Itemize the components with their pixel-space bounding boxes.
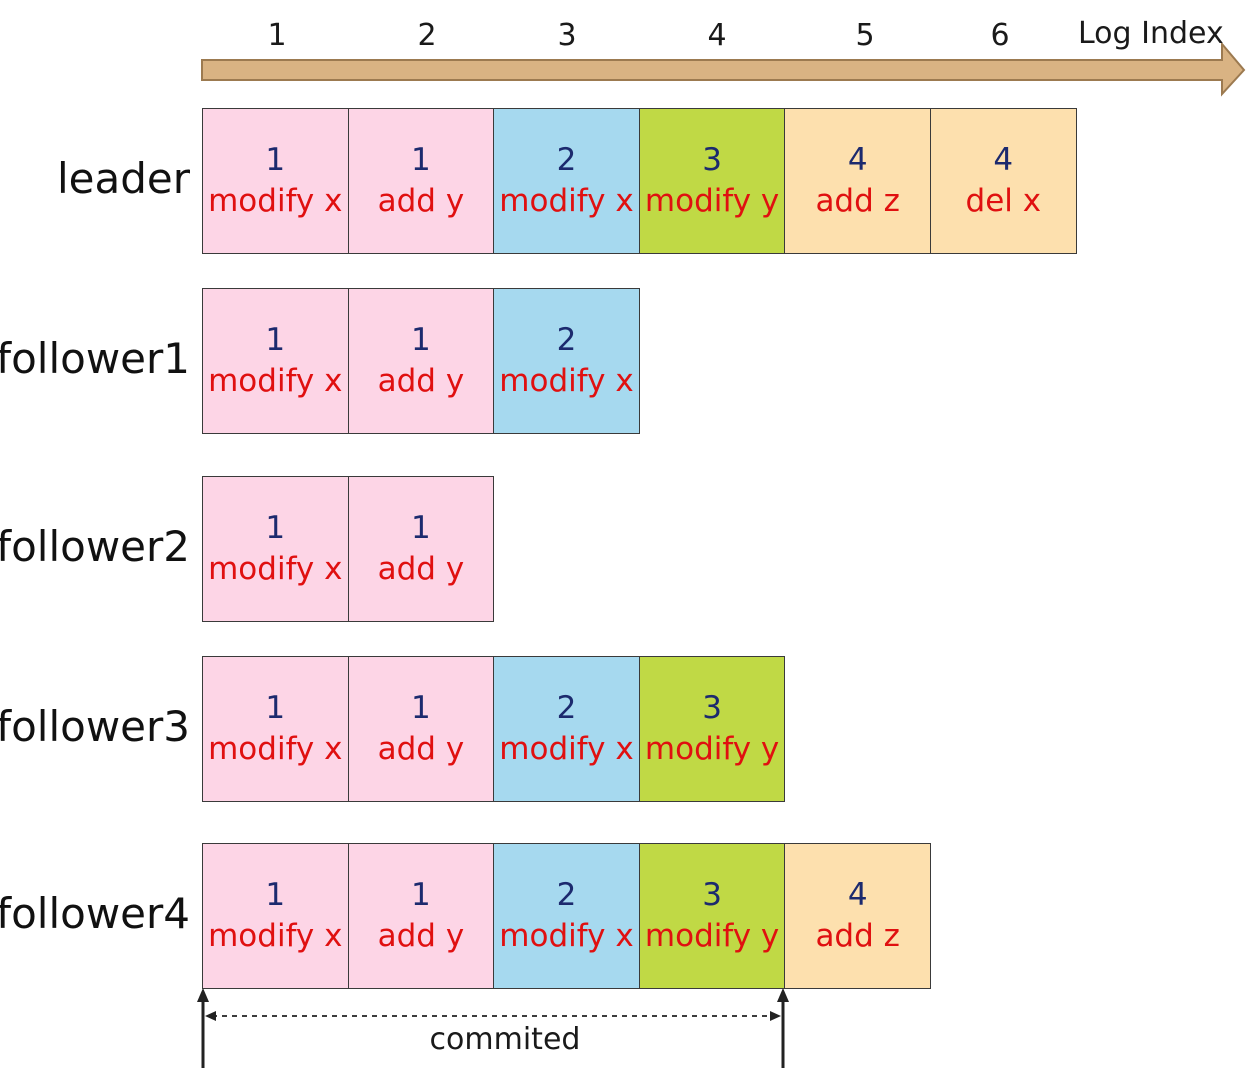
log-entry: 1 add y <box>347 843 495 989</box>
entry-term: 1 <box>411 142 431 178</box>
row-label-leader: leader <box>56 154 190 203</box>
log-entry: 3 modify y <box>638 656 786 802</box>
log-index-3: 3 <box>557 18 577 53</box>
commit-range-left-arrowhead <box>205 1011 216 1021</box>
entry-command: add y <box>377 551 465 587</box>
entry-command: modify x <box>208 918 343 954</box>
entry-term: 2 <box>556 142 577 178</box>
log-entry: 1 add y <box>347 476 495 622</box>
entry-term: 1 <box>265 877 286 913</box>
entry-term: 3 <box>702 142 722 178</box>
log-entry: 1 modify x <box>202 108 349 254</box>
entry-command: modify y <box>644 918 780 954</box>
entry-term: 1 <box>265 142 286 178</box>
entry-command: modify x <box>499 183 634 219</box>
commit-label: commited <box>429 1022 581 1057</box>
row-label-follower4: follower4 <box>0 889 190 938</box>
axis-title: Log Index <box>1078 16 1224 51</box>
entry-term: 1 <box>411 510 431 546</box>
entry-term: 4 <box>847 877 868 913</box>
entry-command: modify y <box>644 731 780 767</box>
entry-command: modify x <box>499 731 634 767</box>
entry-term: 3 <box>702 877 722 913</box>
log-entry: 1 modify x <box>202 843 349 989</box>
log-entry: 1 modify x <box>202 656 349 802</box>
log-entry: 1 add y <box>347 108 495 254</box>
entry-command: modify y <box>644 183 780 219</box>
log-entry: 2 modify x <box>493 656 640 802</box>
entry-term: 2 <box>556 690 577 726</box>
log-entry: 4 del x <box>930 108 1077 254</box>
log-entry: 2 modify x <box>493 108 640 254</box>
commit-end-arrowhead <box>777 988 789 1002</box>
log-entry: 1 add y <box>347 656 495 802</box>
entry-term: 4 <box>847 142 868 178</box>
entry-term: 3 <box>702 690 722 726</box>
row-label-follower3: follower3 <box>0 702 190 751</box>
row-label-follower2: follower2 <box>0 522 190 571</box>
entry-command: add y <box>377 731 465 767</box>
entry-term: 2 <box>556 322 577 358</box>
entry-term: 1 <box>411 322 431 358</box>
log-entry: 2 modify x <box>493 288 640 434</box>
entry-command: modify x <box>208 183 343 219</box>
entry-term: 1 <box>411 690 431 726</box>
log-entry: 3 modify y <box>638 843 786 989</box>
entry-command: modify x <box>499 363 634 399</box>
entry-command: add y <box>377 363 465 399</box>
log-entry: 4 add z <box>784 108 931 254</box>
log-entry: 2 modify x <box>493 843 640 989</box>
commit-start-arrowhead <box>197 988 209 1002</box>
log-index-2: 2 <box>417 18 437 53</box>
entry-command: add z <box>815 918 900 954</box>
entry-term: 1 <box>265 690 286 726</box>
entry-term: 4 <box>993 142 1014 178</box>
entry-command: modify x <box>499 918 634 954</box>
commit-range-right-arrowhead <box>770 1011 781 1021</box>
entry-command: modify x <box>208 731 343 767</box>
entry-term: 2 <box>556 877 577 913</box>
entry-term: 1 <box>411 877 431 913</box>
log-index-6: 6 <box>990 18 1010 53</box>
entry-term: 1 <box>265 510 286 546</box>
entry-command: modify x <box>208 363 343 399</box>
entry-command: modify x <box>208 551 343 587</box>
log-entry: 1 modify x <box>202 288 349 434</box>
entry-command: del x <box>965 183 1042 219</box>
entry-command: add y <box>377 918 465 954</box>
log-entry: 1 add y <box>347 288 495 434</box>
entry-term: 1 <box>265 322 286 358</box>
log-entry: 3 modify y <box>638 108 786 254</box>
log-index-1: 1 <box>267 18 287 53</box>
log-index-5: 5 <box>855 18 875 53</box>
log-index-arrow <box>201 41 1246 97</box>
log-entry: 1 modify x <box>202 476 349 622</box>
row-label-follower1: follower1 <box>0 334 190 383</box>
log-index-4: 4 <box>707 18 727 53</box>
log-entry: 4 add z <box>784 843 931 989</box>
entry-command: add y <box>377 183 465 219</box>
entry-command: add z <box>815 183 900 219</box>
